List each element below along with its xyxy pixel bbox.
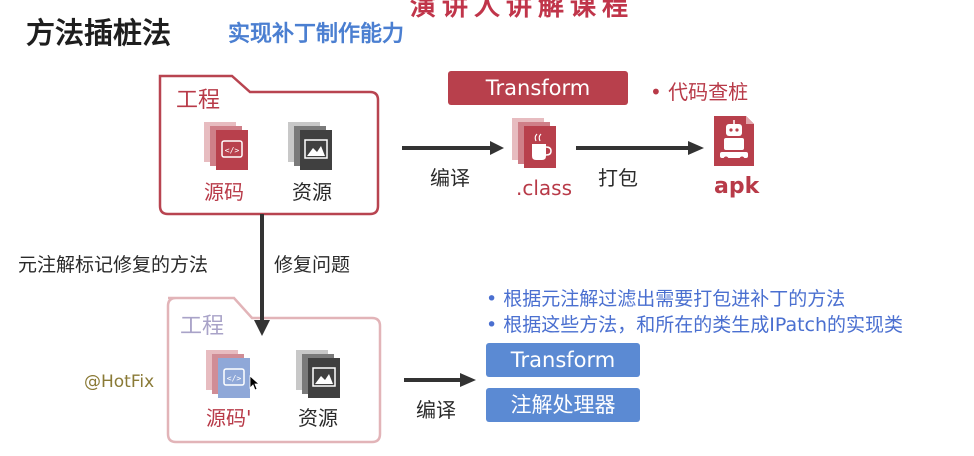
bullet-item: • 根据元注解过滤出需要打包进补丁的方法: [486, 288, 846, 310]
mouse-cursor-icon: [249, 375, 261, 391]
annotate-label: 元注解标记修复的方法: [18, 254, 209, 276]
resource-label-bottom: 资源: [298, 406, 338, 430]
image-resource-icon-bottom: [296, 350, 340, 398]
svg-text:</>: </>: [227, 374, 242, 383]
svg-text:</>: </>: [225, 146, 240, 155]
instrument-note: • 代码查桩: [650, 80, 749, 104]
arrow-down: [254, 214, 270, 336]
page-title: 方法插桩法: [26, 16, 172, 50]
source-label-bottom: 源码': [206, 406, 252, 430]
image-resource-icon: [288, 122, 332, 170]
page-subtitle: 实现补丁制作能力: [228, 22, 405, 47]
transform-badge-bottom: Transform: [486, 343, 640, 377]
project-folder-top: [158, 74, 380, 216]
fix-label: 修复问题: [274, 254, 351, 276]
arrow-package: [576, 141, 704, 155]
compile-label-top: 编译: [430, 166, 470, 190]
transform-badge-top: Transform: [448, 71, 628, 105]
package-label: 打包: [598, 166, 638, 190]
modified-source-code-icon: </>: [206, 350, 250, 398]
hotfix-annotation: @HotFix: [84, 372, 155, 392]
arrow-compile-bottom: [404, 373, 476, 387]
apk-label: apk: [714, 174, 760, 199]
project-folder-bottom: [166, 296, 382, 444]
apk-icon: [714, 116, 754, 166]
class-label: .class: [516, 176, 573, 200]
resource-label-top: 资源: [292, 180, 332, 204]
project-title-bottom: 工程: [180, 314, 225, 339]
arrow-compile-top: [402, 141, 504, 155]
source-code-icon: </>: [204, 122, 248, 170]
compile-label-bottom: 编译: [416, 398, 456, 422]
annotation-processor-badge: 注解处理器: [486, 388, 640, 422]
source-label-top: 源码: [204, 180, 244, 204]
project-title-top: 工程: [176, 88, 221, 113]
java-class-icon: [512, 118, 556, 168]
bullet-item: • 根据这些方法，和所在的类生成IPatch的实现类: [486, 314, 904, 336]
top-cut-heading: 演讲人讲解课程: [410, 0, 635, 22]
